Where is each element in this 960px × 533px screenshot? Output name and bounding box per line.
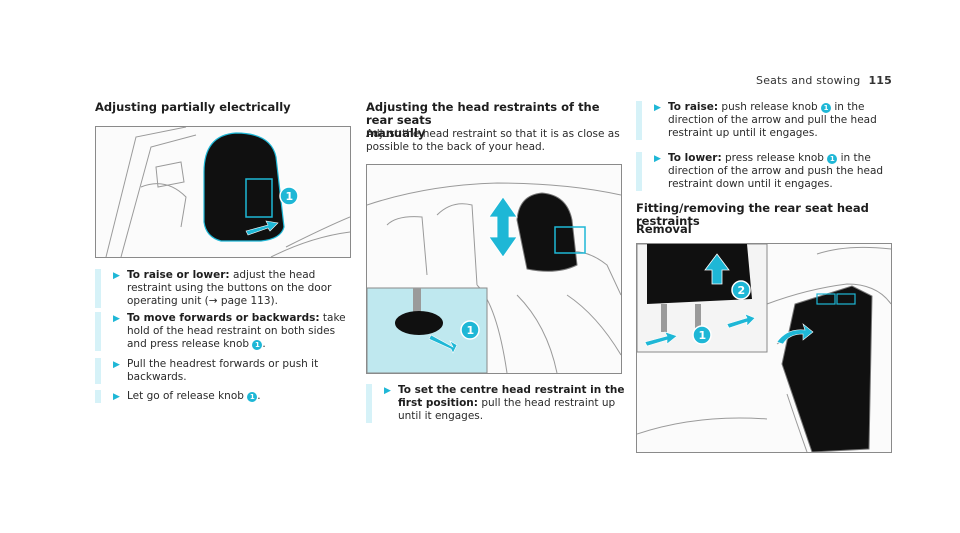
section-title: Seats and stowing <box>756 74 861 87</box>
page-header: Seats and stowing 115 <box>756 74 892 87</box>
fig3-callout-1: 1 <box>699 329 707 342</box>
step-arrow-icon: ▶ <box>384 386 391 396</box>
step-text: push release knob <box>721 101 818 113</box>
step-text: press release knob <box>725 152 824 164</box>
col1-step-3: ▶ Pull the headrest forwards or push it … <box>95 358 354 384</box>
col3-step-2: ▶ To lower: press release knob 1 in the … <box>636 152 900 191</box>
fig3-callout-2: 2 <box>738 284 746 297</box>
step-arrow-icon: ▶ <box>654 154 661 164</box>
col2-step-1: ▶ To set the centre head restraint in th… <box>366 384 625 423</box>
page-number: 115 <box>868 74 892 87</box>
step-text: Let go of release knob <box>127 390 244 402</box>
col2-heading: Adjusting the head restraints of the rea… <box>366 100 600 140</box>
step-arrow-icon: ▶ <box>113 392 120 402</box>
callout-badge: 1 <box>247 392 258 402</box>
step-text: take hold of the head restraint on both … <box>127 312 346 350</box>
col2-intro: Adjust the head restraint so that it is … <box>366 128 620 153</box>
fig1-callout-1: 1 <box>286 190 294 203</box>
step-lead: To move forwards or backwards: <box>127 312 320 324</box>
step-text: Pull the headrest forwards or push it ba… <box>127 358 319 383</box>
step-lead: To lower: <box>668 152 722 164</box>
step-lead: To set the centre head restraint in the … <box>398 384 625 409</box>
step-arrow-icon: ▶ <box>113 314 120 324</box>
col1-heading: Adjusting partially electrically <box>95 100 291 114</box>
step-text: pull the head restraint up until it enga… <box>398 397 616 422</box>
step-arrow-icon: ▶ <box>113 360 120 370</box>
figure-headrest-removal: 1 2 <box>636 243 892 453</box>
step-lead: To raise: <box>668 101 719 113</box>
col1-step-4: ▶ Let go of release knob 1. <box>95 390 354 403</box>
figure-rear-headrest: 1 <box>366 164 622 374</box>
col3-heading: Fitting/removing the rear seat head rest… <box>636 201 869 228</box>
step-text: adjust the head restraint using the butt… <box>127 269 332 307</box>
figure-door-headrest: 1 <box>95 126 351 258</box>
step-lead: To raise or lower: <box>127 269 230 281</box>
fig2-callout-1: 1 <box>467 324 475 337</box>
col3-subheading: Removal <box>636 222 692 236</box>
step-arrow-icon: ▶ <box>113 271 120 281</box>
col1-step-2: ▶ To move forwards or backwards: take ho… <box>95 312 354 351</box>
col1-step-1: ▶ To raise or lower: adjust the head res… <box>95 269 354 308</box>
col3-step-1: ▶ To raise: push release knob 1 in the d… <box>636 101 900 140</box>
callout-badge: 1 <box>252 340 263 350</box>
callout-badge: 1 <box>827 154 838 164</box>
callout-badge: 1 <box>821 103 831 113</box>
step-arrow-icon: ▶ <box>654 103 661 113</box>
